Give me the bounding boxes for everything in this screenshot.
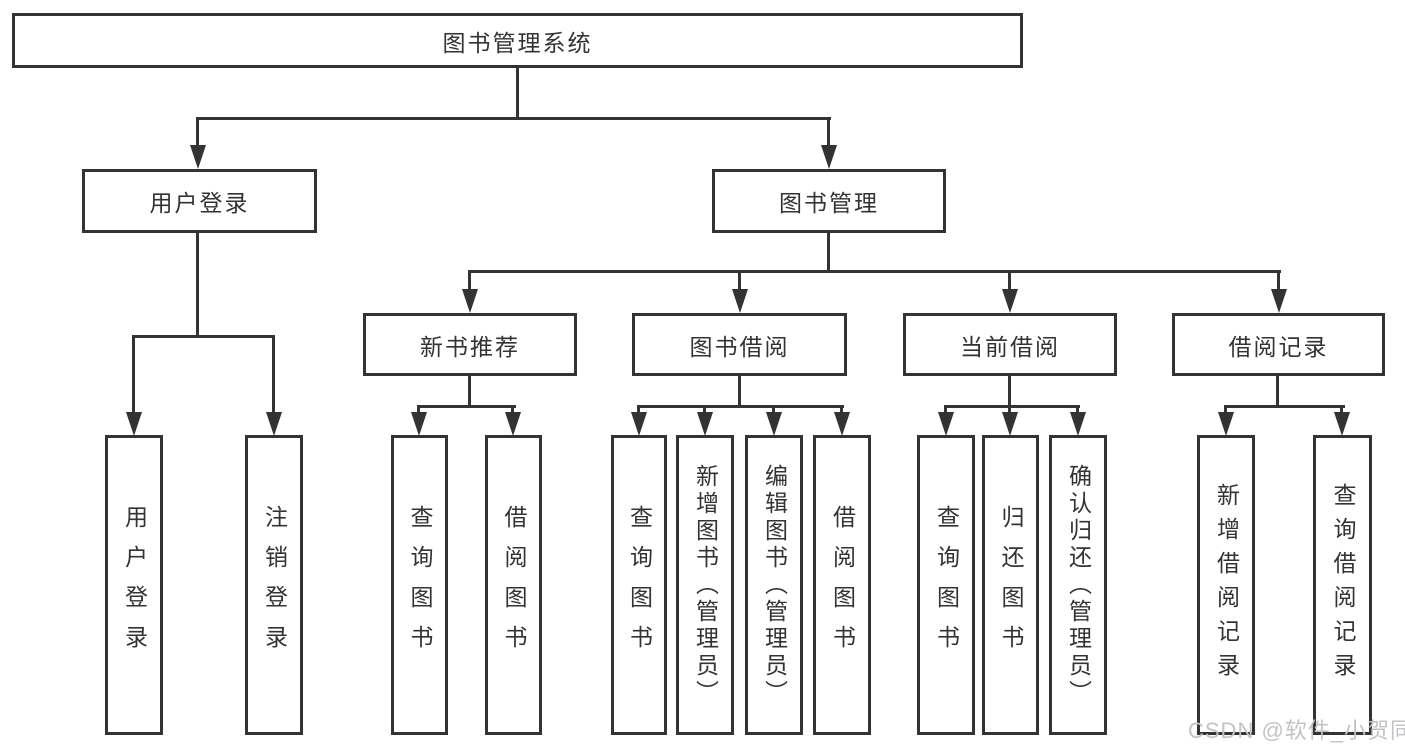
leaf-return-books: 归还图书 (982, 435, 1039, 735)
connector-line (738, 270, 741, 292)
node-label: 用户登录 (149, 190, 250, 216)
leaf-logout: 注销登录 (245, 435, 303, 735)
connector-line (516, 68, 519, 117)
node-label: 图书管理 (779, 190, 879, 216)
leaf-add-borrow-record: 新增借阅记录 (1197, 435, 1255, 735)
leaf-label: 查询图书 (626, 505, 653, 665)
arrow-down-icon (1271, 289, 1287, 313)
leaf-label: 归还图书 (998, 505, 1024, 665)
arrow-down-icon (766, 412, 782, 436)
node-label: 图书借阅 (689, 333, 790, 360)
connector-line (1224, 405, 1345, 408)
node-new-book-recommend: 新书推荐 (363, 313, 577, 376)
leaf-query-books-recommend: 查询图书 (391, 435, 448, 735)
arrow-down-icon (1070, 412, 1086, 436)
leaf-label: 用户登录 (121, 505, 148, 665)
leaf-query-books-current: 查询图书 (917, 435, 975, 735)
connector-line (1008, 405, 1011, 415)
arrow-down-icon (697, 412, 713, 436)
arrow-down-icon (1002, 412, 1018, 436)
leaf-label: 注销登录 (261, 505, 288, 665)
leaf-label: 借阅图书 (829, 505, 856, 665)
connector-line (1277, 270, 1280, 292)
csdn-watermark: CSDN @软件_小贺同学 (1188, 718, 1405, 743)
connector-line (1276, 376, 1279, 405)
arrow-down-icon (126, 412, 142, 436)
leaf-borrow-books-recommend: 借阅图书 (485, 435, 542, 735)
connector-line (637, 405, 844, 408)
arrow-down-icon (821, 145, 837, 169)
connector-line (1224, 405, 1227, 415)
node-label: 借阅记录 (1228, 333, 1329, 360)
arrow-down-icon (266, 412, 282, 436)
node-library-management-system: 图书管理系统 (12, 13, 1023, 68)
leaf-edit-books-admin: 编辑图书（管理员） (745, 435, 803, 735)
arrow-down-icon (462, 289, 478, 313)
leaf-add-books-admin: 新增图书（管理员） (676, 435, 734, 735)
connector-line (637, 405, 640, 415)
connector-line (1076, 405, 1079, 415)
leaf-label: 编辑图书（管理员） (761, 463, 788, 707)
node-current-borrow: 当前借阅 (903, 313, 1117, 376)
leaf-query-borrow-record: 查询借阅记录 (1313, 435, 1372, 735)
connector-line (1008, 376, 1011, 405)
node-book-borrow: 图书借阅 (632, 313, 847, 376)
arrow-down-icon (631, 412, 647, 436)
connector-line (468, 270, 471, 292)
arrow-down-icon (505, 412, 521, 436)
connector-line (418, 405, 516, 408)
leaf-label: 新增图书（管理员） (692, 463, 719, 707)
connector-line (417, 405, 420, 415)
leaf-label: 借阅图书 (501, 505, 527, 665)
connector-line (468, 376, 471, 405)
node-label: 图书管理系统 (442, 29, 593, 56)
connector-line (827, 117, 830, 147)
connector-line (132, 335, 135, 414)
node-label: 新书推荐 (420, 333, 520, 360)
connector-line (944, 405, 947, 415)
arrow-down-icon (1218, 412, 1234, 436)
leaf-borrow-books: 借阅图书 (813, 435, 871, 735)
arrow-down-icon (411, 412, 427, 436)
connector-line (738, 376, 741, 405)
leaf-label: 查询借阅记录 (1330, 483, 1356, 687)
node-book-management: 图书管理 (712, 169, 946, 233)
connector-line (132, 335, 275, 338)
connector-line (840, 405, 843, 415)
leaf-query-books-borrow: 查询图书 (611, 435, 667, 735)
connector-line (944, 405, 1080, 408)
connector-line (703, 405, 706, 415)
connector-line (272, 335, 275, 414)
node-borrow-records: 借阅记录 (1172, 313, 1385, 376)
arrow-down-icon (1334, 412, 1350, 436)
arrow-down-icon (834, 412, 850, 436)
connector-line (1008, 270, 1011, 292)
connector-line (827, 233, 830, 272)
connector-line (468, 270, 1281, 273)
connector-line (196, 233, 199, 335)
connector-line (772, 405, 775, 415)
leaf-label: 查询图书 (933, 505, 960, 665)
arrow-down-icon (190, 145, 206, 169)
arrow-down-icon (732, 289, 748, 313)
leaf-label: 新增借阅记录 (1213, 483, 1240, 687)
connector-line (196, 117, 199, 147)
arrow-down-icon (938, 412, 954, 436)
leaf-user-login: 用户登录 (105, 435, 163, 735)
connector-line (196, 117, 831, 120)
node-label: 当前借阅 (960, 333, 1060, 360)
leaf-label: 查询图书 (407, 505, 433, 665)
node-user-login: 用户登录 (82, 169, 317, 233)
connector-line (1340, 405, 1343, 415)
leaf-confirm-return-admin: 确认归还（管理员） (1049, 435, 1107, 735)
arrow-down-icon (1002, 289, 1018, 313)
connector-line (511, 405, 514, 415)
leaf-label: 确认归还（管理员） (1065, 463, 1092, 707)
